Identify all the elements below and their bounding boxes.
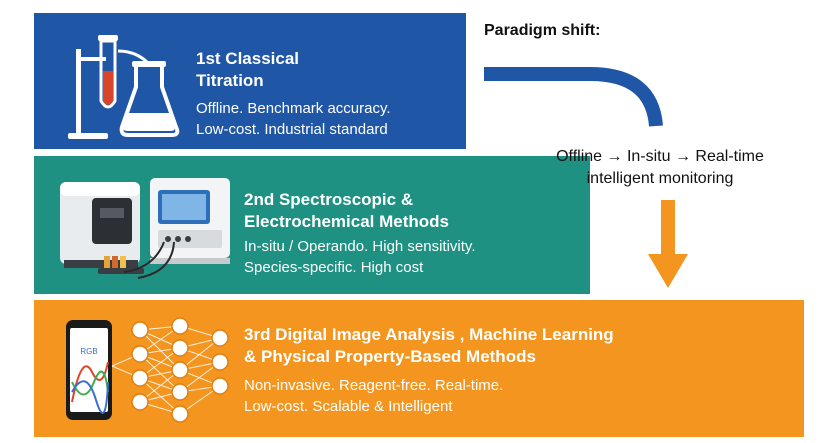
paradigm-shift-title: Paradigm shift:: [484, 22, 601, 39]
stage-1-title: 1st Classical Titration: [196, 49, 300, 90]
stage-2-title: 2nd Spectroscopic & Electrochemical Meth…: [244, 190, 450, 231]
phone-rgb-label: RGB: [80, 347, 97, 356]
titration-flask-icon: [64, 21, 182, 143]
stage-1-description: Offline. Benchmark accuracy. Low-cost. I…: [196, 100, 391, 138]
smartphone-neural-network-icon: RGB: [62, 312, 242, 428]
stage-1-panel: 1st Classical Titration Offline. Benchma…: [34, 13, 466, 149]
paradigm-shift-caption: Offline → In-situ → Real-time intelligen…: [556, 148, 764, 187]
spectrometer-instrument-icon: [54, 168, 234, 286]
stage-2-panel: 2nd Spectroscopic & Electrochemical Meth…: [34, 156, 590, 294]
stage-3-title: 3rd Digital Image Analysis , Machine Lea…: [244, 325, 614, 366]
stage-2-description: In-situ / Operando. High sensitivity. Sp…: [244, 238, 476, 276]
stage-3-panel: RGB 3rd Digital Image A: [34, 300, 804, 437]
paradigm-curve-arrow: [484, 67, 663, 127]
stage-3-description: Non-invasive. Reagent-free. Real-time. L…: [244, 377, 504, 415]
down-arrow-icon: [648, 200, 688, 288]
